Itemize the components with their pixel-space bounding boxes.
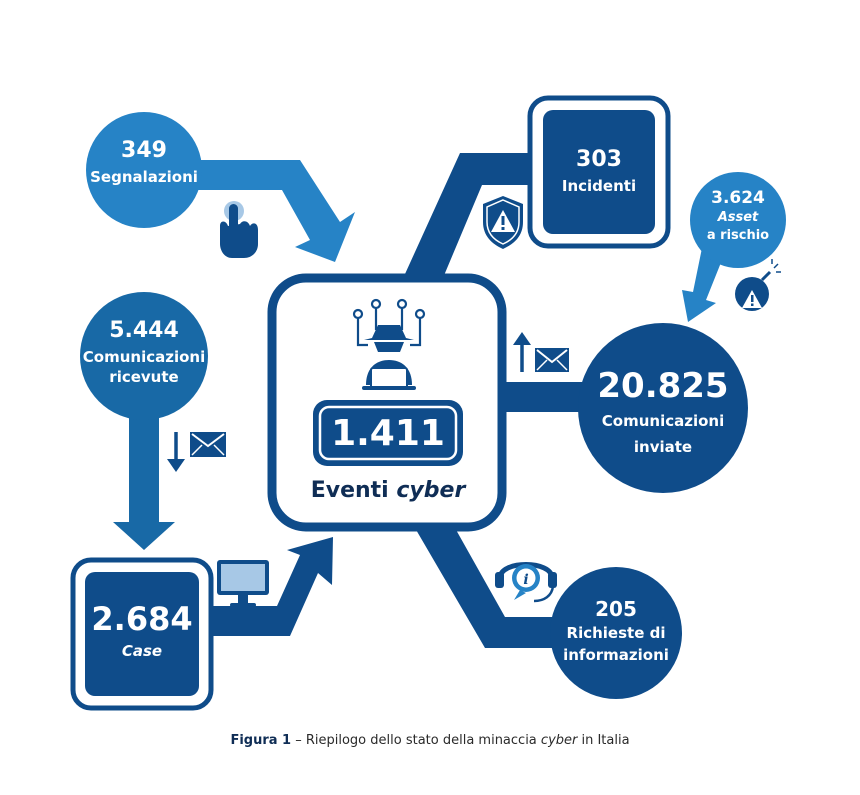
hacker-icon <box>352 298 426 390</box>
requests-label-line2: informazioni <box>563 646 669 664</box>
connector-incidents <box>400 153 560 285</box>
assets-label-line1: Asset <box>717 210 759 225</box>
requests-value: 205 <box>595 597 637 621</box>
sent-label-line2: inviate <box>633 438 693 456</box>
signals-value: 349 <box>121 138 167 163</box>
arrow-assets <box>682 248 724 322</box>
received-label-line2: ricevute <box>109 368 179 386</box>
requests-circle <box>550 567 682 699</box>
monitor-icon <box>217 560 269 607</box>
arrow-received <box>113 395 175 550</box>
center-label: Eventi cyber <box>282 478 494 504</box>
incidents-box <box>527 95 671 249</box>
warning-shield-icon <box>483 196 523 249</box>
received-label-line1: Comunicazioni <box>82 348 206 366</box>
helpdesk-icon: i <box>495 562 557 603</box>
arrow-signals <box>150 160 355 262</box>
requests-label-line1: Richieste di <box>566 624 666 642</box>
received-value: 5.444 <box>109 318 179 343</box>
assets-label-line2: a rischio <box>706 228 770 243</box>
bomb-icon <box>735 259 781 311</box>
cases-label: Case <box>121 642 163 660</box>
center-value: 1.411 <box>331 413 445 454</box>
cases-box <box>70 557 214 711</box>
assets-value: 3.624 <box>711 188 765 208</box>
caption-dash: – <box>291 733 306 748</box>
caption-text-after: in Italia <box>577 733 630 748</box>
envelope-down-icon <box>167 432 226 472</box>
sent-circle <box>578 323 748 493</box>
svg-text:i: i <box>523 572 528 588</box>
arrow-cases <box>205 537 333 636</box>
caption-figure: Figura 1 <box>230 733 292 748</box>
center-label-text: Eventi <box>310 478 389 503</box>
incidents-label: Incidenti <box>561 177 637 195</box>
sent-value: 20.825 <box>597 366 729 406</box>
caption-text-before: Riepilogo dello stato della minaccia <box>305 733 541 748</box>
center-box <box>267 273 507 532</box>
signals-label: Segnalazioni <box>90 168 198 186</box>
assets-circle <box>690 172 786 268</box>
pointer-hand-icon <box>220 201 258 258</box>
center-label-italic: cyber <box>396 478 466 503</box>
sent-label-line1: Comunicazioni <box>601 412 725 430</box>
signals-circle <box>86 112 202 228</box>
received-circle <box>80 292 208 420</box>
cases-value: 2.684 <box>91 600 193 638</box>
caption-italic: cyber <box>540 733 578 748</box>
arrows <box>113 160 724 636</box>
envelope-up-icon <box>513 332 569 372</box>
figure-caption: Figura 1 – Riepilogo dello stato della m… <box>0 733 860 748</box>
incidents-value: 303 <box>576 147 622 172</box>
connector-requests <box>415 528 590 648</box>
